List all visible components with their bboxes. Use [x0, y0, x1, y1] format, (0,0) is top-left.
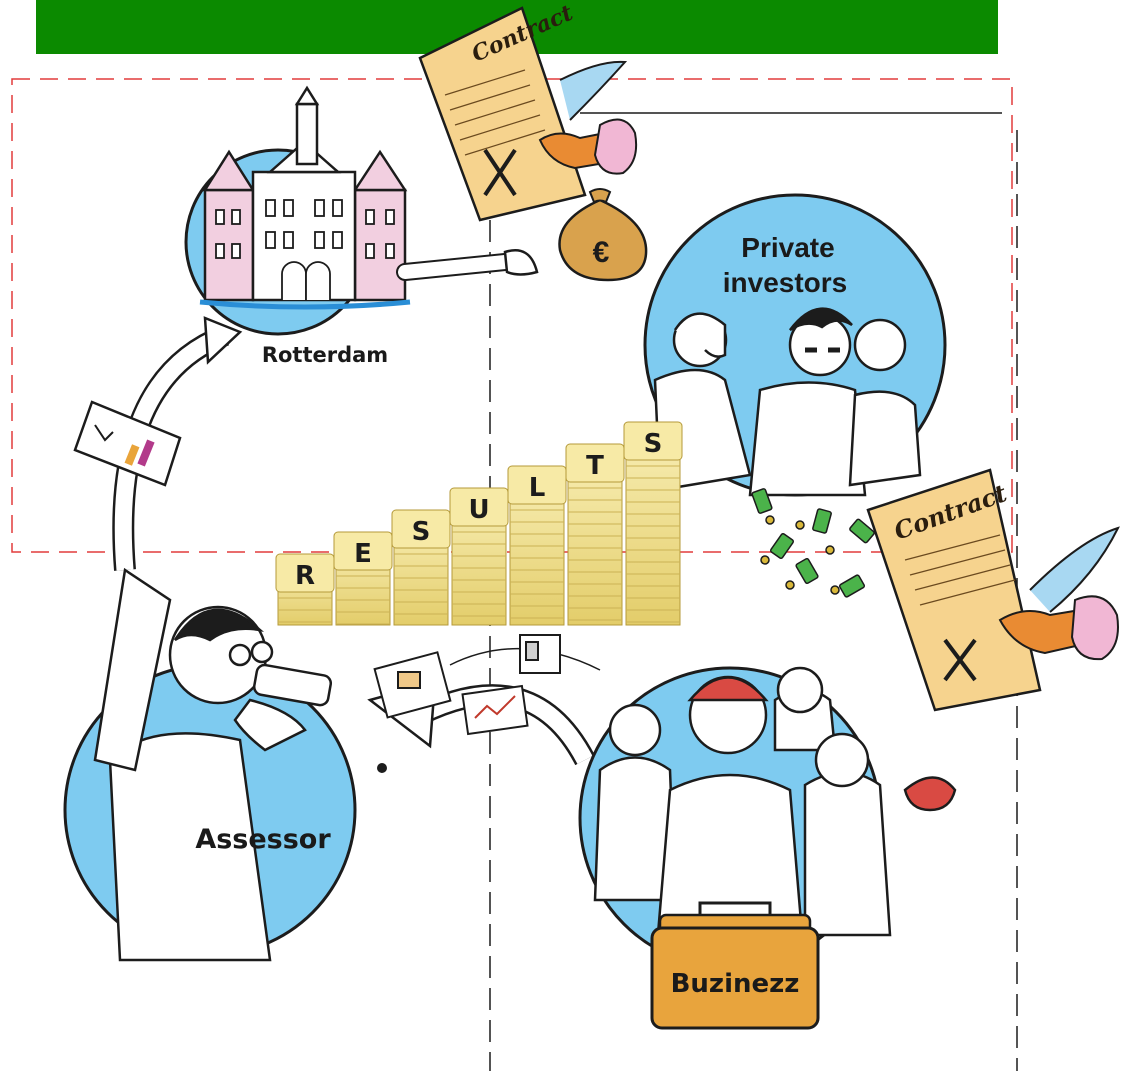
buzinezz-label: Buzinezz: [671, 969, 800, 999]
results-letter: S: [412, 517, 431, 547]
assessor-label: Assessor: [195, 824, 331, 855]
documents-icon: [373, 634, 561, 736]
results-letter-block: [333, 531, 393, 571]
city-hall-icon: [199, 85, 411, 310]
euro-symbol: €: [593, 236, 610, 269]
buzinezz-node: Buzinezz: [578, 666, 957, 1030]
assessor-node: Assessor: [63, 567, 357, 962]
rotterdam-node: Rotterdam: [184, 85, 539, 367]
results-staircase: R E S U L T S: [275, 421, 683, 626]
report-document-icon: [73, 400, 182, 487]
arrow-head-icon: [203, 316, 243, 365]
euro-money-bag-icon: €: [558, 188, 648, 282]
briefcase-icon: [650, 901, 820, 1030]
documents-flow-arrow: [367, 634, 601, 773]
person-with-binoculars-icon: [93, 567, 333, 962]
rotterdam-label: Rotterdam: [262, 343, 388, 367]
quill-pen-icon: [559, 60, 628, 121]
results-letter: E: [354, 539, 372, 569]
private-investors-node: Private investors: [643, 193, 947, 497]
results-letter-block: [449, 487, 509, 527]
contract-document-right: Contract: [866, 468, 1120, 712]
results-letter: T: [586, 451, 604, 481]
results-letter-block: [391, 509, 451, 549]
open-hand-icon: [503, 249, 539, 276]
quill-pen-icon-right: [1029, 526, 1120, 613]
contract-document-top: Contract: [418, 0, 638, 222]
results-letter: R: [295, 561, 315, 591]
results-letter: S: [644, 429, 663, 459]
results-letter-block: [275, 553, 335, 593]
results-letter-block: [507, 465, 567, 505]
results-letter-block: [565, 443, 625, 483]
results-letter: L: [529, 473, 546, 503]
results-letter: U: [468, 495, 489, 525]
private-investors-label-line1: Private: [741, 232, 834, 263]
private-investors-label-line2: investors: [723, 267, 848, 298]
falling-money-icon: [751, 488, 875, 598]
report-flow-arrow: [73, 316, 243, 571]
results-letter-block: [623, 421, 683, 461]
